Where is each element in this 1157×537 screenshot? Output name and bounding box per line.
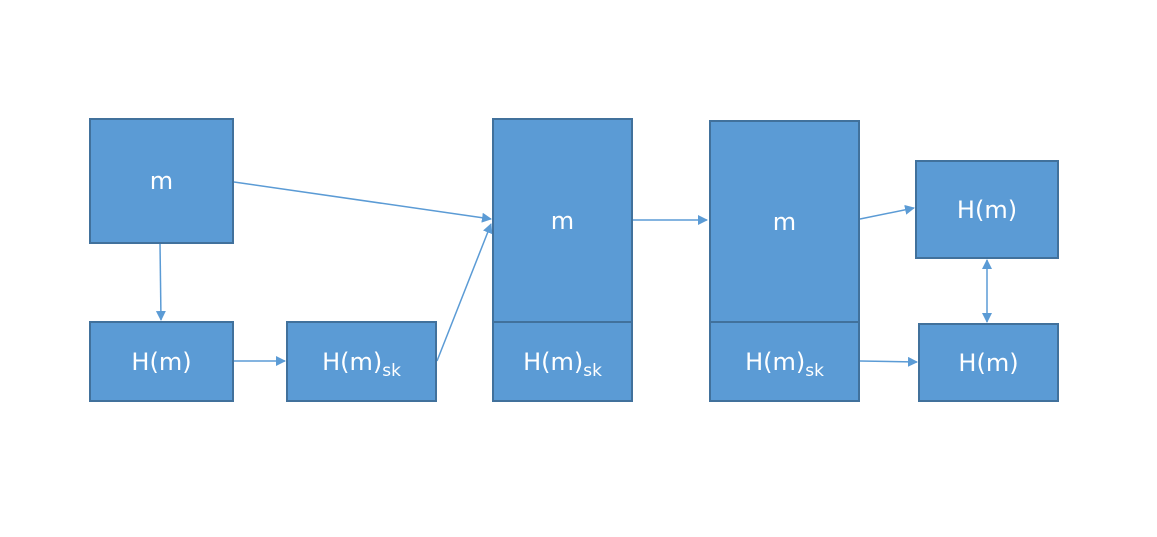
arrow-signed-to-block1 [436, 223, 493, 362]
arrow-m-to-block1 [233, 181, 492, 223]
message-block-2-signature-label: H(m)sk [745, 347, 824, 381]
arrow-block2-sig-to-hash-bottom [859, 356, 918, 367]
message-block-1-signature: H(m)sk [492, 321, 633, 402]
message-block-1-signature-label: H(m)sk [523, 347, 602, 381]
signed-hash-box: H(m)sk [286, 321, 437, 402]
arrow-m-to-hash [155, 242, 166, 321]
hash-label: H(m) [131, 347, 192, 376]
hash-output-bottom-label: H(m) [958, 348, 1019, 377]
arrow-block2-to-hash-top [859, 204, 915, 220]
hash-output-top: H(m) [915, 160, 1059, 259]
signed-hash-label: H(m)sk [322, 347, 401, 381]
hash-output-top-label: H(m) [956, 195, 1018, 224]
message-block-1-message: m [492, 118, 633, 323]
message-label: m [149, 167, 174, 195]
message-box: m [89, 118, 234, 244]
message-block-2-message-label: m [772, 207, 797, 236]
hash-box: H(m) [89, 321, 234, 402]
message-block-2-message: m [709, 120, 860, 323]
message-block-2-signature: H(m)sk [709, 321, 860, 402]
message-block-1-message-label: m [550, 206, 575, 235]
hash-output-bottom: H(m) [918, 323, 1059, 402]
